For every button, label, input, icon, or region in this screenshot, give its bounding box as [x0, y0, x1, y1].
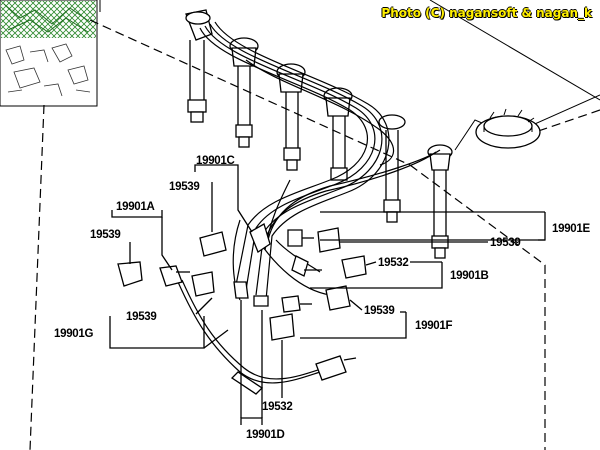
callout-19539-f[interactable]: 19539 [364, 305, 395, 317]
spark-plug-boot-6 [427, 144, 453, 259]
thumbnail-inset[interactable] [0, 0, 98, 107]
clamp-19539-c [199, 231, 227, 257]
callout-19539-a[interactable]: 19539 [90, 229, 121, 241]
callout-19901g[interactable]: 19901G [54, 328, 94, 340]
ignition-wire-bundle [199, 21, 441, 301]
callout-19901f[interactable]: 19901F [415, 320, 453, 332]
callout-19901a[interactable]: 19901A [116, 201, 155, 213]
callout-19539-g[interactable]: 19539 [126, 311, 157, 323]
callout-19901d[interactable]: 19901D [246, 429, 285, 441]
photo-credit-watermark: Photo (C) nagansoft & nagan_k [381, 6, 592, 20]
spark-plug-boot-3 [276, 63, 306, 171]
clamp-19539-f [325, 285, 351, 311]
spark-plug-boot-1 [185, 9, 213, 123]
callout-19532-d[interactable]: 19532 [262, 401, 293, 413]
clamp-19532-b [341, 255, 367, 279]
callout-19901c[interactable]: 19901C [196, 155, 235, 167]
callout-19901b[interactable]: 19901B [450, 270, 489, 282]
engine-outline [29, 0, 600, 450]
radiator-cap [475, 108, 541, 149]
callout-labels: 19901C 19539 19901A 19539 19901G 19539 1… [54, 155, 591, 441]
spark-plug-boot-5 [378, 114, 406, 223]
wire-connectors [159, 223, 322, 313]
callout-19901e[interactable]: 19901E [552, 223, 591, 235]
callout-19539-e[interactable]: 19539 [490, 237, 521, 249]
clamp-19532-d [269, 313, 295, 341]
wire-clamps [117, 227, 367, 341]
callout-19532-b[interactable]: 19532 [378, 257, 409, 269]
callout-19539-c[interactable]: 19539 [169, 181, 200, 193]
clamp-near-a [191, 271, 215, 297]
thumbnail-sketch [5, 43, 91, 97]
clamp-19539-a [117, 261, 143, 287]
thumbnail-highlight [1, 1, 96, 38]
coil-wire [177, 279, 357, 395]
spark-plug-boot-2 [229, 37, 259, 148]
spark-plug-boot-4 [323, 87, 353, 181]
leader-lines [109, 164, 546, 425]
